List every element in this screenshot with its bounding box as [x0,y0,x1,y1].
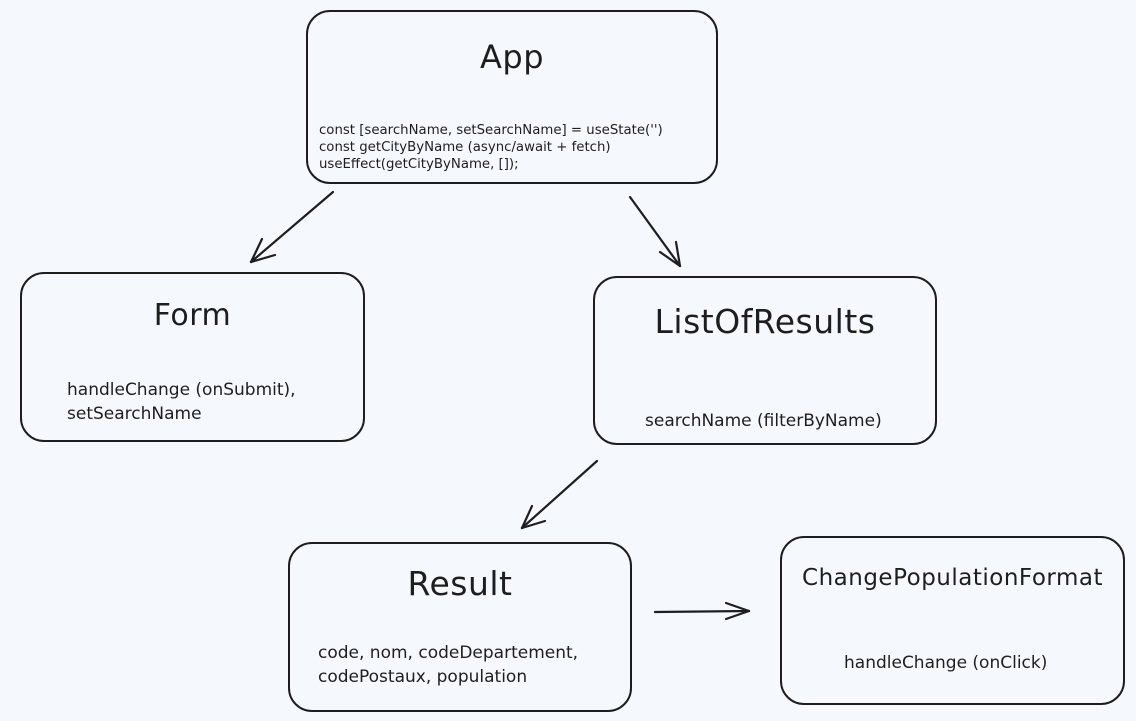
form-node-title: Form [153,298,232,333]
change-population-format-node-title: ChangePopulationFormat [802,565,1103,591]
change-population-format-component-node: ChangePopulationFormat handleChange (onC… [780,536,1125,705]
change-population-format-node-line: handleChange (onClick) [844,653,1048,673]
result-node-body: code, nom, codeDepartement, codePostaux,… [318,641,578,689]
result-node-line: codePostaux, population [318,667,528,687]
edge-app-to-list-of-results [628,195,682,268]
list-of-results-component-node: ListOfResults searchName (filterByName) [593,276,937,445]
list-of-results-node-body: searchName (filterByName) [645,409,882,433]
form-node-line: handleChange (onSubmit), [67,380,296,400]
change-population-format-node-body: handleChange (onClick) [844,651,1047,675]
result-node-title: Result [407,564,513,603]
app-node-line: const [searchName, setSearchName] = useS… [319,123,663,138]
edge-app-to-form [249,190,335,264]
form-node-body: handleChange (onSubmit), setSearchName [67,378,296,426]
form-component-node: Form handleChange (onSubmit), setSearchN… [20,272,365,442]
app-node-line: const getCityByName (async/await + fetch… [319,140,611,155]
app-node-line: useEffect(getCityByName, []); [319,157,519,172]
result-node-line: code, nom, codeDepartement, [318,643,579,663]
app-component-node: App const [searchName, setSearchName] = … [306,10,718,184]
list-of-results-node-title: ListOfResults [654,302,876,341]
list-of-results-node-line: searchName (filterByName) [645,411,882,431]
app-node-body: const [searchName, setSearchName] = useS… [319,122,663,173]
edge-list-of-results-to-result [520,459,599,530]
result-component-node: Result code, nom, codeDepartement, codeP… [288,542,632,712]
form-node-line: setSearchName [67,404,202,424]
edge-result-to-change-population-format [653,601,751,621]
app-node-title: App [479,38,544,76]
